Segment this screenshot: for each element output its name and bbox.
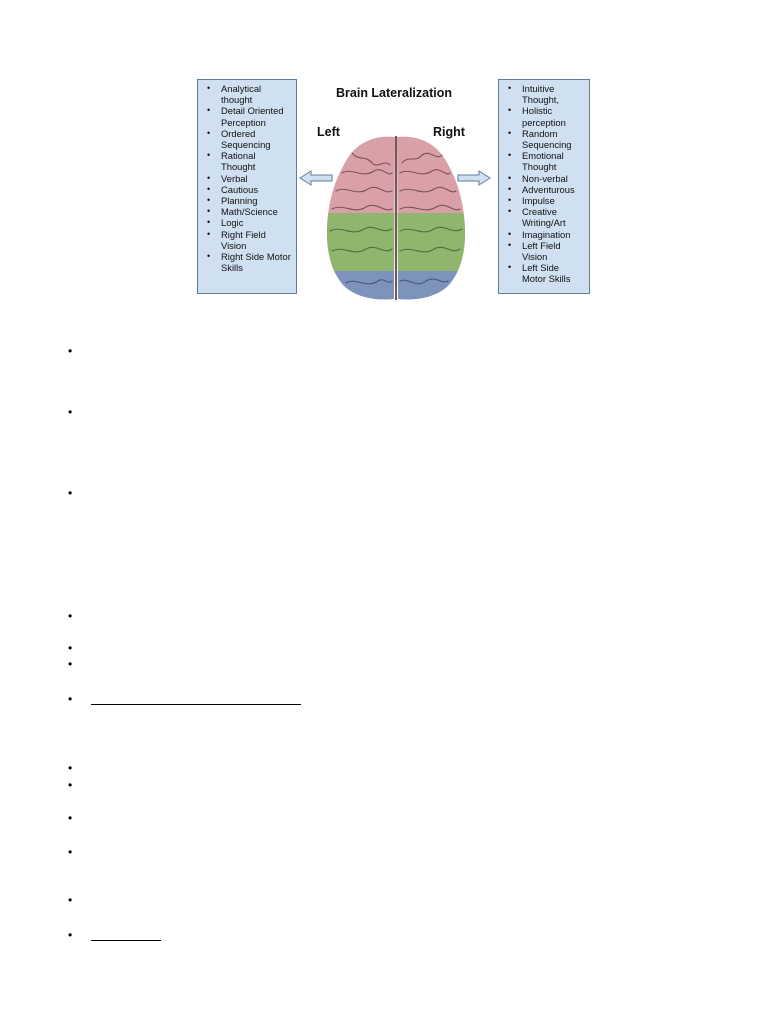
brain-lobe-region (397, 213, 466, 271)
left-hemisphere-list: Analytical thoughtDetail Oriented Percep… (204, 83, 292, 273)
right-trait-item: Random Sequencing (505, 128, 585, 150)
left-trait-item: Planning (204, 195, 292, 206)
figure-title: Brain Lateralization (336, 86, 452, 100)
left-trait-item: Right Side Motor Skills (204, 251, 292, 273)
left-trait-item: Logic (204, 217, 292, 228)
left-hemisphere-panel: Analytical thoughtDetail Oriented Percep… (197, 79, 297, 294)
right-hemisphere-panel: Intuitive Thought,Holistic perceptionRan… (498, 79, 590, 294)
right-trait-item: Non-verbal (505, 173, 585, 184)
list-item-bullet (68, 486, 76, 500)
right-trait-item: Intuitive Thought, (505, 83, 585, 105)
list-item-bullet (68, 778, 76, 792)
left-trait-item: Ordered Sequencing (204, 128, 292, 150)
right-hemisphere-list: Intuitive Thought,Holistic perceptionRan… (505, 83, 585, 285)
right-trait-item: Creative Writing/Art (505, 206, 585, 228)
left-trait-item: Rational Thought (204, 150, 292, 172)
list-item-bullet (68, 344, 76, 358)
list-item-bullet (68, 405, 76, 419)
left-trait-item: Detail Oriented Perception (204, 105, 292, 127)
right-trait-item: Left Side Motor Skills (505, 262, 585, 284)
right-trait-item: Left Field Vision (505, 240, 585, 262)
list-item-bullet (68, 928, 76, 942)
right-trait-item: Imagination (505, 229, 585, 240)
list-item-bullet (68, 609, 76, 623)
list-item-bullet (68, 641, 76, 655)
underlined-link[interactable] (91, 692, 301, 705)
list-item-bullet (68, 657, 76, 671)
brain-illustration (326, 136, 466, 300)
brain-lobe-region (397, 136, 466, 213)
brain-lobe-region (326, 213, 396, 271)
brain-lobe-region (397, 271, 466, 300)
right-label: Right (433, 125, 465, 139)
list-item-bullet (68, 811, 76, 825)
right-trait-item: Holistic perception (505, 105, 585, 127)
brain-lateralization-figure: Analytical thoughtDetail Oriented Percep… (0, 0, 768, 310)
right-trait-item: Impulse (505, 195, 585, 206)
right-trait-item: Emotional Thought (505, 150, 585, 172)
right-arrow-icon (457, 170, 491, 186)
brain-lobe-region (326, 271, 396, 300)
list-item-bullet (68, 692, 76, 706)
underlined-link[interactable] (91, 928, 161, 941)
left-trait-item: Math/Science (204, 206, 292, 217)
left-trait-item: Cautious (204, 184, 292, 195)
list-item-bullet (68, 761, 76, 775)
left-trait-item: Verbal (204, 173, 292, 184)
left-trait-item: Analytical thought (204, 83, 292, 105)
left-trait-item: Right Field Vision (204, 229, 292, 251)
right-trait-item: Adventurous (505, 184, 585, 195)
list-item-bullet (68, 845, 76, 859)
left-label: Left (317, 125, 340, 139)
list-item-bullet (68, 893, 76, 907)
left-arrow-icon (299, 170, 333, 186)
